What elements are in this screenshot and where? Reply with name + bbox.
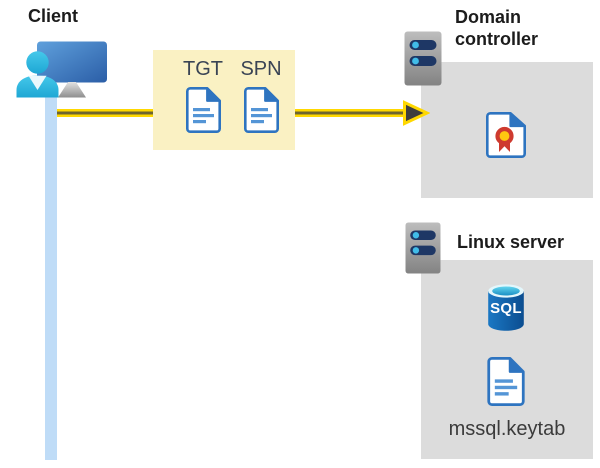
domain-controller-label: Domain controller — [455, 7, 539, 49]
keytab-filename: mssql.keytab — [448, 418, 566, 440]
spn-document-icon — [243, 87, 279, 133]
sql-icon-label: SQL — [490, 300, 522, 317]
certificate-icon — [486, 112, 526, 158]
linux-server-icon — [405, 222, 441, 274]
client-label: Client — [28, 6, 79, 26]
tgt-document-icon — [185, 87, 221, 133]
ticket-tgt: TGT — [175, 50, 231, 138]
auth-request-arrowhead-icon — [403, 100, 430, 126]
keytab-document-icon — [487, 357, 525, 406]
sql-database-icon — [488, 284, 524, 331]
spn-label: SPN — [240, 58, 282, 80]
client-lifeline — [45, 83, 57, 460]
ticket-spn: SPN — [233, 50, 289, 138]
ticket-highlight-box: TGT SPN — [153, 50, 295, 150]
linux-server-label: Linux server — [457, 232, 565, 252]
tgt-label: TGT — [183, 58, 223, 80]
domain-controller-server-icon — [404, 31, 442, 86]
client-workstation-icon — [16, 41, 107, 98]
